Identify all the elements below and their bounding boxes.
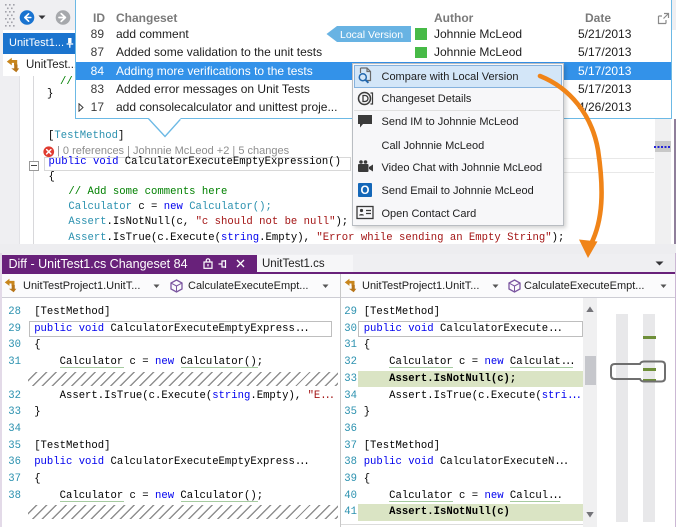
svg-text:O: O (361, 185, 370, 197)
